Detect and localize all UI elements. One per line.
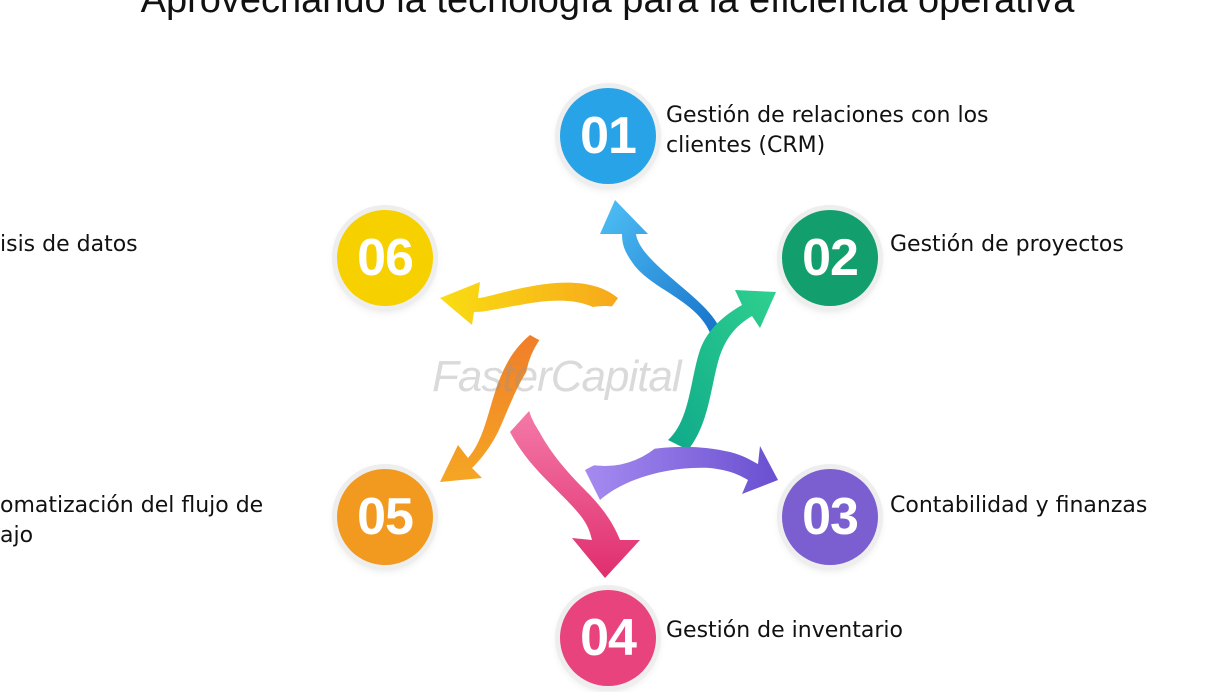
- badge-05: 05: [337, 469, 433, 565]
- page-title: Aprovechando la tecnología para la efici…: [140, 0, 1075, 21]
- center-circle: [525, 306, 685, 466]
- label-01: Gestión de relaciones con los clientes (…: [666, 101, 989, 161]
- arrow-orange: [440, 335, 548, 482]
- label-01-line2: clientes (CRM): [666, 133, 826, 158]
- label-03: Contabilidad y finanzas: [890, 493, 1148, 518]
- label-02: Gestión de proyectos: [890, 232, 1124, 257]
- arrow-pink: [510, 410, 640, 578]
- arrow-blue: [600, 200, 722, 338]
- label-05-line1: omatización del flujo de: [0, 493, 264, 518]
- label-06: isis de datos: [0, 232, 138, 257]
- label-05: omatización del flujo de ajo: [0, 491, 263, 551]
- badge-04: 04: [560, 590, 656, 686]
- arrow-green: [668, 290, 776, 450]
- badge-01: 01: [560, 88, 656, 184]
- badge-02: 02: [782, 210, 878, 306]
- badge-03: 03: [782, 469, 878, 565]
- label-05-line2: ajo: [0, 523, 34, 548]
- label-04: Gestión de inventario: [666, 618, 903, 643]
- badge-06: 06: [337, 210, 433, 306]
- label-01-line1: Gestión de relaciones con los: [666, 103, 989, 128]
- watermark-text: FasterCapital: [432, 352, 682, 401]
- arrow-yellow: [440, 282, 618, 325]
